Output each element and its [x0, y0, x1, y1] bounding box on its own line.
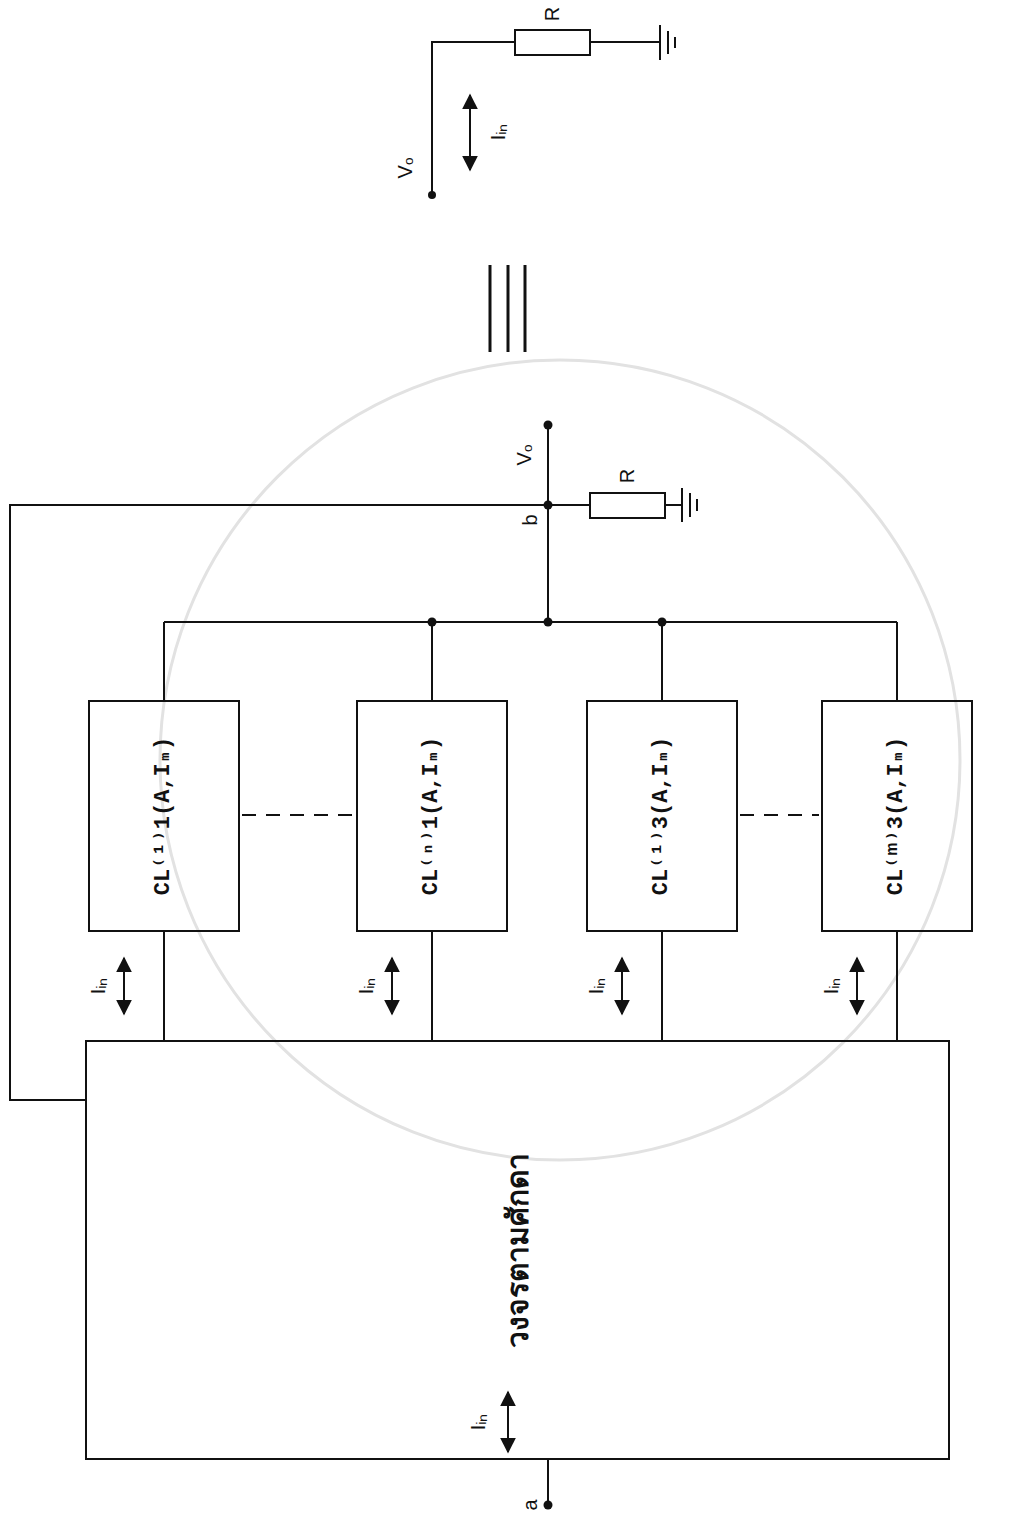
resistor-lead [548, 504, 590, 506]
bus-wire [164, 621, 897, 623]
equivalence-sign [490, 265, 525, 352]
bus-drop [661, 622, 663, 700]
junction-dot [658, 618, 667, 627]
feedback-wire [10, 505, 548, 1100]
current-arrow [123, 958, 125, 1014]
current-label: Iᵢₙ [488, 124, 508, 141]
box-text: CL⁽¹⁾1(A,Iₘ) [153, 737, 175, 896]
current-arrow [507, 1392, 509, 1452]
signal-name: Vₒ [514, 445, 534, 466]
current-label: Iᵢₙ [468, 1414, 488, 1431]
terminal-dot [544, 421, 553, 430]
ground-symbol [660, 25, 675, 60]
node-name: b [520, 514, 540, 525]
output-wire [547, 425, 549, 622]
connector-wire [163, 932, 165, 1040]
terminal-dot [428, 191, 436, 199]
junction-dot [428, 618, 437, 627]
component-label: R [617, 469, 637, 483]
current-arrow [391, 958, 393, 1014]
resistor-lead [665, 504, 682, 506]
current-limiter-box: CL⁽¹⁾1(A,Iₘ) [88, 700, 240, 932]
terminal-name: a [520, 1499, 540, 1510]
circuit-block: วงจรตามศักดา [85, 1040, 950, 1460]
current-label: Iᵢₙ [88, 978, 108, 995]
current-label: Iᵢₙ [821, 978, 841, 995]
current-limiter-box: CL⁽ⁿ⁾1(A,Iₘ) [356, 700, 508, 932]
signal-name: Vₒ [395, 158, 415, 179]
connector-wire [896, 932, 898, 1040]
current-label: Iᵢₙ [356, 978, 376, 995]
current-arrow [469, 95, 471, 170]
box-text: CL⁽ᵐ⁾3(A,Iₘ) [886, 737, 908, 896]
connector-wire [661, 932, 663, 1040]
junction-dot [544, 501, 553, 510]
current-arrow [621, 958, 623, 1014]
current-limiter-box: CL⁽¹⁾3(A,Iₘ) [586, 700, 738, 932]
ellipsis-dashes [242, 814, 354, 816]
resistor-symbol [590, 493, 665, 518]
terminal-dot [544, 1501, 553, 1510]
bus-drop [896, 622, 898, 700]
ground-symbol [682, 488, 697, 522]
box-text: วงจรตามศักดา [503, 1153, 533, 1348]
current-arrow [856, 958, 858, 1014]
junction-dot [544, 618, 553, 627]
box-text: CL⁽ⁿ⁾1(A,Iₘ) [421, 737, 443, 896]
bus-drop [163, 622, 165, 700]
equivalent-wire [432, 42, 515, 195]
input-wire [547, 1460, 549, 1505]
current-limiter-box: CL⁽ᵐ⁾3(A,Iₘ) [821, 700, 973, 932]
resistor-lead [590, 41, 660, 43]
box-text: CL⁽¹⁾3(A,Iₘ) [651, 737, 673, 896]
connector-wire [431, 932, 433, 1040]
component-label: R [542, 7, 562, 21]
bus-drop [431, 622, 433, 700]
resistor-symbol [515, 30, 590, 55]
ellipsis-dashes [740, 814, 819, 816]
current-label: Iᵢₙ [586, 978, 606, 995]
